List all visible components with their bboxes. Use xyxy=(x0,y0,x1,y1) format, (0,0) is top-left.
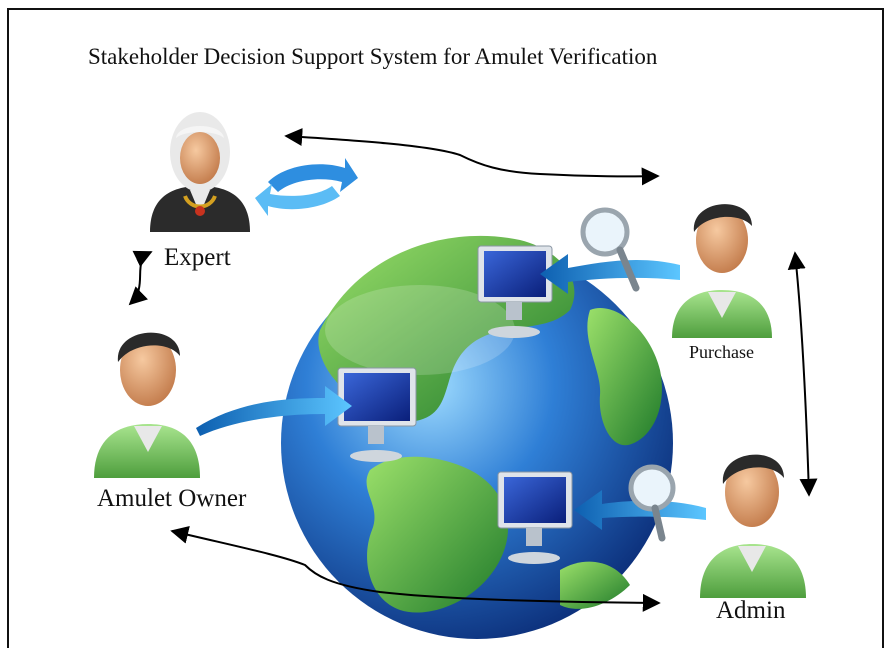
arrow-expert-purchase xyxy=(284,128,660,186)
exchange-arrows-icon xyxy=(255,158,358,216)
arrow-expert-owner xyxy=(128,250,153,306)
arrow-owner-admin xyxy=(170,526,661,612)
blue-arrow-admin xyxy=(574,490,706,530)
blue-arrow-owner xyxy=(196,386,352,436)
purchase-label: Purchase xyxy=(689,342,754,362)
arrow-purchase-admin xyxy=(787,251,818,497)
purchase-person-icon xyxy=(672,204,772,338)
expert-label: Expert xyxy=(164,244,231,271)
diagram-title: Stakeholder Decision Support System for … xyxy=(88,44,658,69)
amulet-owner-person-icon xyxy=(94,332,200,478)
expert-person-icon xyxy=(150,112,250,232)
magnifier-icon xyxy=(580,207,640,292)
magnifier-icon xyxy=(628,464,676,542)
admin-label: Admin xyxy=(716,597,786,624)
admin-person-icon xyxy=(700,454,806,598)
monitor-icon xyxy=(477,245,553,338)
amulet-owner-label: Amulet Owner xyxy=(97,485,247,512)
monitor-icon xyxy=(337,367,417,462)
globe-icon xyxy=(281,235,673,639)
blue-arrow-purchase xyxy=(540,254,680,294)
